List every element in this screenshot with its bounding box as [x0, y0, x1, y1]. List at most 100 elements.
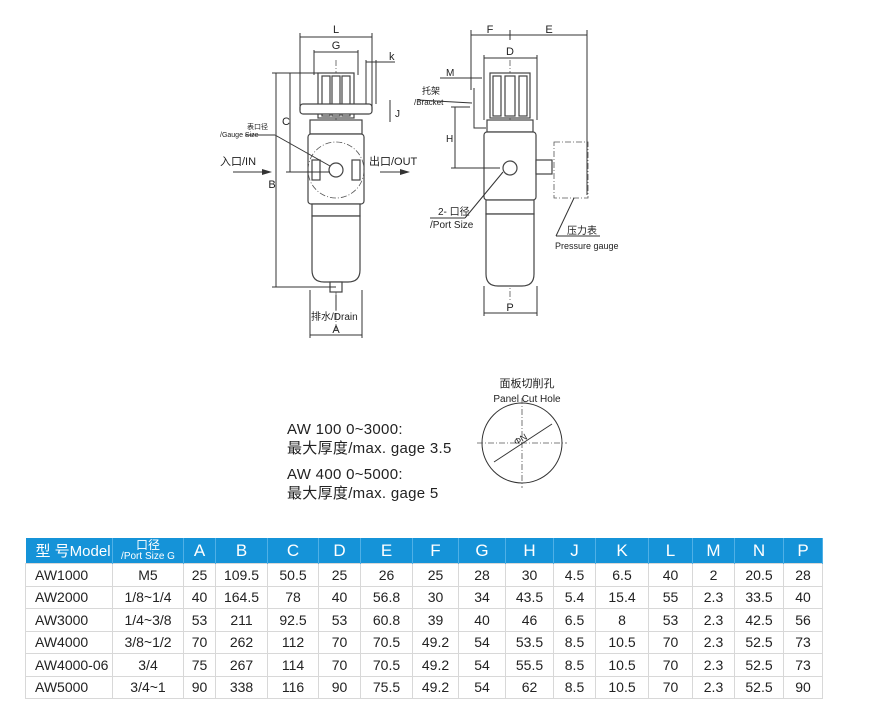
- cell-c: 112: [267, 630, 319, 654]
- cell-h: 43.5: [505, 585, 554, 609]
- cell-model: AW2000: [25, 585, 113, 609]
- cell-p: 28: [783, 563, 823, 587]
- dim-G: G: [332, 40, 341, 52]
- cell-port-size: 3/4~1: [112, 675, 184, 699]
- panel-title-cn: 面板切削孔: [500, 376, 555, 390]
- header-port-size: 口径/Port Size G: [112, 538, 184, 564]
- cell-h: 53.5: [505, 630, 554, 654]
- cell-n: 42.5: [734, 608, 784, 632]
- cell-f: 30: [412, 585, 459, 609]
- cell-l: 70: [648, 653, 693, 677]
- cell-port-size: 3/4: [112, 653, 184, 677]
- cell-model: AW4000-06: [25, 653, 113, 677]
- cell-g: 54: [458, 630, 506, 654]
- cell-l: 70: [648, 630, 693, 654]
- cell-b: 109.5: [215, 563, 268, 587]
- cell-h: 30: [505, 563, 554, 587]
- cell-j: 6.5: [553, 608, 596, 632]
- header-col-f: F: [412, 538, 459, 564]
- cell-k: 10.5: [595, 630, 649, 654]
- spec-1: AW 100 0~3000: 最大厚度/max. gage 3.5: [287, 420, 452, 458]
- bracket-en: /Bracket: [414, 98, 444, 107]
- spec-2: AW 400 0~5000: 最大厚度/max. gage 5: [287, 465, 439, 503]
- cell-d: 70: [318, 630, 361, 654]
- cell-n: 52.5: [734, 630, 784, 654]
- cell-port-size: M5: [112, 563, 184, 587]
- header-col-l: L: [648, 538, 693, 564]
- header-col-e: E: [360, 538, 413, 564]
- outlet-label: 出口/OUT: [369, 154, 418, 168]
- spec-2-model: AW 400 0~5000:: [287, 466, 403, 483]
- cell-a: 25: [183, 563, 216, 587]
- port-size-cn: 2- 口径: [438, 205, 470, 218]
- cell-l: 40: [648, 563, 693, 587]
- cell-e: 70.5: [360, 630, 413, 654]
- header-col-p: P: [783, 538, 823, 564]
- cell-p: 56: [783, 608, 823, 632]
- cell-f: 25: [412, 563, 459, 587]
- cell-e: 60.8: [360, 608, 413, 632]
- cell-c: 114: [267, 653, 319, 677]
- right-side-view: F E D M H P 托架 /Bracket 2- 口径 /Port Size…: [414, 24, 619, 316]
- cell-m: 2.3: [692, 608, 735, 632]
- cell-g: 28: [458, 563, 506, 587]
- cell-f: 49.2: [412, 653, 459, 677]
- gauge-size-en: /Gauge Size: [220, 132, 259, 139]
- cell-j: 5.4: [553, 585, 596, 609]
- cell-j: 8.5: [553, 675, 596, 699]
- cell-f: 39: [412, 608, 459, 632]
- cell-port-size: 3/8~1/2: [112, 630, 184, 654]
- dim-P: P: [506, 302, 513, 314]
- cell-k: 15.4: [595, 585, 649, 609]
- cell-m: 2: [692, 563, 735, 587]
- cell-p: 40: [783, 585, 823, 609]
- cell-b: 262: [215, 630, 268, 654]
- spec-1-gage: 最大厚度/max. gage 3.5: [287, 440, 452, 457]
- dim-D: D: [506, 46, 514, 58]
- cell-g: 54: [458, 653, 506, 677]
- cell-p: 90: [783, 675, 823, 699]
- cell-b: 211: [215, 608, 268, 632]
- cell-h: 46: [505, 608, 554, 632]
- cell-b: 164.5: [215, 585, 268, 609]
- port-size-en: /Port Size: [430, 220, 474, 231]
- cell-g: 54: [458, 675, 506, 699]
- spec-2-gage: 最大厚度/max. gage 5: [287, 485, 439, 502]
- dim-M: M: [446, 68, 454, 79]
- header-col-g: G: [458, 538, 506, 564]
- cell-p: 73: [783, 653, 823, 677]
- cell-j: 8.5: [553, 630, 596, 654]
- cell-model: AW4000: [25, 630, 113, 654]
- cell-n: 20.5: [734, 563, 784, 587]
- cell-c: 116: [267, 675, 319, 699]
- pressure-gauge-cn: 压力表: [567, 224, 597, 237]
- cell-a: 70: [183, 630, 216, 654]
- pressure-gauge-en: Pressure gauge: [555, 241, 619, 251]
- cell-d: 53: [318, 608, 361, 632]
- cell-g: 40: [458, 608, 506, 632]
- header-port-en: /Port Size G: [121, 550, 175, 562]
- panel-cut-hole: 面板切削孔 Panel Cut Hole ΦN: [477, 376, 567, 488]
- cell-h: 55.5: [505, 653, 554, 677]
- cell-g: 34: [458, 585, 506, 609]
- cell-k: 8: [595, 608, 649, 632]
- dim-k: k: [389, 51, 395, 63]
- cell-n: 33.5: [734, 585, 784, 609]
- header-col-j: J: [553, 538, 596, 564]
- cell-d: 90: [318, 675, 361, 699]
- cell-e: 70.5: [360, 653, 413, 677]
- header-col-m: M: [692, 538, 735, 564]
- cell-a: 90: [183, 675, 216, 699]
- cell-k: 10.5: [595, 675, 649, 699]
- dim-J: J: [395, 109, 400, 120]
- cell-j: 4.5: [553, 563, 596, 587]
- cell-j: 8.5: [553, 653, 596, 677]
- cell-c: 50.5: [267, 563, 319, 587]
- cell-h: 62: [505, 675, 554, 699]
- cell-c: 78: [267, 585, 319, 609]
